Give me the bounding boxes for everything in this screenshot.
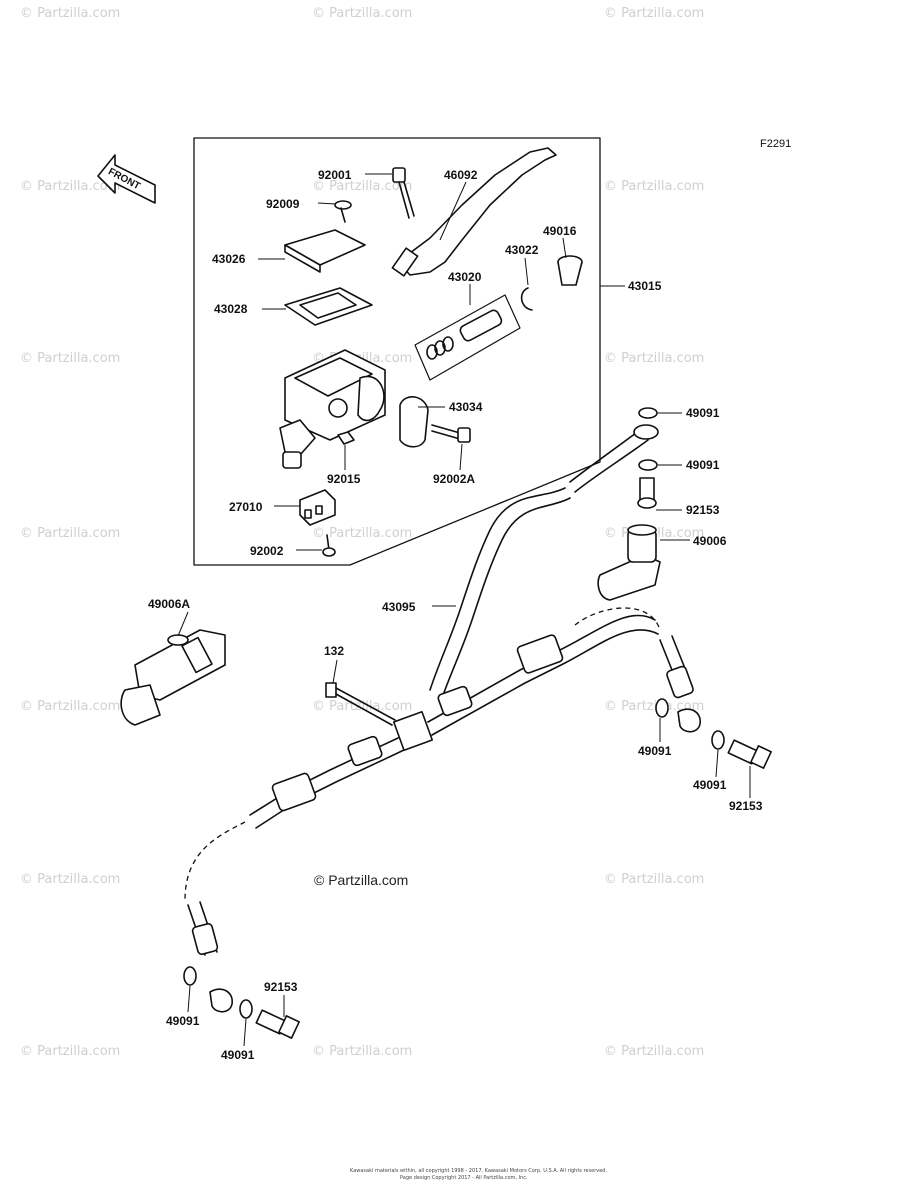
watermark: © Partzilla.com (20, 179, 120, 194)
part-label[interactable]: 132 (324, 644, 344, 658)
watermark: © Partzilla.com (604, 699, 704, 714)
part-label[interactable]: 92009 (266, 197, 300, 211)
nut-icon (337, 431, 355, 445)
part-label[interactable]: 46092 (444, 168, 478, 182)
screw-icon (322, 534, 336, 557)
piston-kit-icon (426, 309, 503, 360)
part-labels: 92001 46092 92009 43026 43022 49016 4302… (148, 168, 763, 1062)
part-label[interactable]: 49091 (221, 1048, 255, 1062)
watermark: © Partzilla.com (312, 1044, 412, 1059)
center-watermark: © Partzilla.com (314, 872, 408, 888)
washer-icon (183, 966, 197, 986)
washer-icon (655, 698, 669, 718)
watermark: © Partzilla.com (20, 1044, 120, 1059)
part-label[interactable]: 27010 (229, 500, 263, 514)
reservoir-icon (597, 524, 661, 601)
part-label[interactable]: 49091 (166, 1014, 200, 1028)
front-arrow-icon: FRONT (97, 154, 156, 204)
part-label[interactable]: 49091 (686, 406, 720, 420)
master-cylinder-icon (279, 349, 386, 469)
part-label[interactable]: 43095 (382, 600, 416, 614)
banjo-bolt-icon (255, 1009, 300, 1039)
watermark: © Partzilla.com (20, 351, 120, 366)
brake-lever-icon (391, 147, 557, 277)
brake-switch-icon (299, 489, 336, 526)
watermark-grid: © Partzilla.com © Partzilla.com © Partzi… (20, 6, 704, 1059)
part-label[interactable]: 43020 (448, 270, 482, 284)
part-label[interactable]: 49006 (693, 534, 727, 548)
part-label[interactable]: 43015 (628, 279, 662, 293)
footer-copyright: Kawasaki materials within, all copyright… (350, 1168, 607, 1174)
watermark: © Partzilla.com (20, 872, 120, 887)
washer-icon (239, 999, 253, 1019)
banjo-bolt-icon (727, 739, 772, 769)
part-label[interactable]: 43022 (505, 243, 539, 257)
part-label[interactable]: 92015 (327, 472, 361, 486)
diaphragm-icon (284, 287, 373, 326)
reservoir-hose (429, 424, 659, 699)
part-label[interactable]: 92002 (250, 544, 284, 558)
reservoir-assembly-icon (120, 629, 226, 726)
part-label[interactable]: 49016 (543, 224, 577, 238)
banjo-bolt-icon (637, 477, 657, 509)
watermark: © Partzilla.com (312, 699, 412, 714)
part-label[interactable]: 43028 (214, 302, 248, 316)
part-label[interactable]: 92153 (264, 980, 298, 994)
part-label[interactable]: 92001 (318, 168, 352, 182)
screw-icon (334, 200, 352, 223)
part-label[interactable]: 43026 (212, 252, 246, 266)
part-label[interactable]: 92153 (686, 503, 720, 517)
watermark: © Partzilla.com (604, 6, 704, 21)
circlip-icon (520, 287, 533, 311)
boot-icon (557, 255, 583, 286)
bolt-icon (325, 682, 396, 726)
leader-lines (177, 173, 751, 1047)
washer-icon (638, 459, 658, 471)
figure-code: F2291 (760, 138, 791, 150)
watermark: © Partzilla.com (20, 526, 120, 541)
watermark: © Partzilla.com (312, 6, 412, 21)
diaphragm-inner (299, 292, 357, 319)
piston-kit-frame (414, 294, 521, 381)
watermark: © Partzilla.com (312, 526, 412, 541)
watermark: © Partzilla.com (604, 1044, 704, 1059)
part-label[interactable]: 92002A (433, 472, 475, 486)
brake-hose (184, 607, 701, 1013)
reservoir-cap-edge (284, 244, 321, 273)
part-label[interactable]: 49091 (693, 778, 727, 792)
part-label[interactable]: 49091 (638, 744, 672, 758)
part-label[interactable]: 43034 (449, 400, 483, 414)
part-label[interactable]: 92153 (729, 799, 763, 813)
watermark: © Partzilla.com (20, 6, 120, 21)
footer-design: Page design Copyright 2017 - All Partzil… (400, 1175, 528, 1181)
watermark: © Partzilla.com (604, 872, 704, 887)
clamp-icon (399, 396, 429, 448)
bolt-icon (431, 424, 471, 443)
part-label[interactable]: 49006A (148, 597, 190, 611)
watermark: © Partzilla.com (20, 699, 120, 714)
part-label[interactable]: 49091 (686, 458, 720, 472)
washer-icon (638, 407, 658, 419)
watermark: © Partzilla.com (312, 179, 412, 194)
washer-icon (711, 730, 725, 750)
watermark: © Partzilla.com (604, 179, 704, 194)
assembly-outline (193, 137, 601, 566)
bolt-icon (392, 167, 415, 219)
watermark: © Partzilla.com (604, 351, 704, 366)
